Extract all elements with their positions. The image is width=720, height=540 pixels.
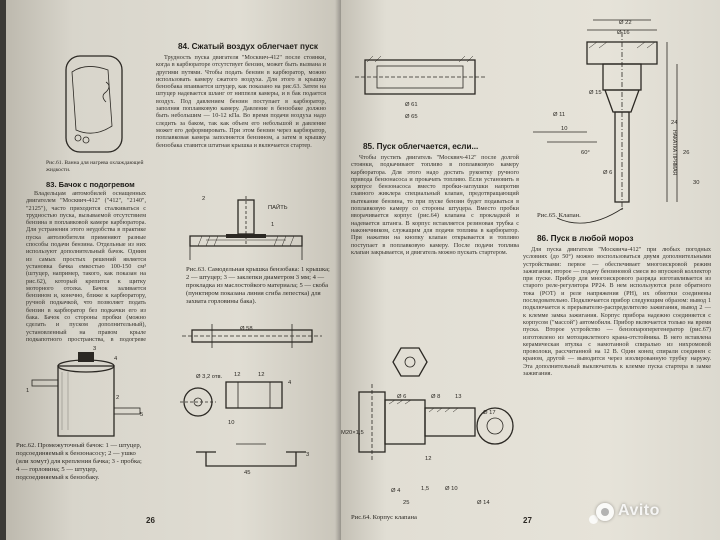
fig65-dim-d11: Ø 11 <box>553 112 566 118</box>
fig65-valve-drawing <box>533 19 678 224</box>
section83-text: Владельцам автомобилей оснащенных двигат… <box>26 190 146 342</box>
fig63-plan-drawing <box>182 324 322 348</box>
fig63-dim-d58: Ø 58 <box>240 326 253 332</box>
fig65-dim-d16: Ø 16 <box>617 30 630 36</box>
fig64-dim-d14: Ø 14 <box>477 500 490 506</box>
fig65-dim-d15: Ø 15 <box>589 90 602 96</box>
fig62-label-5: 5 <box>140 412 144 418</box>
fig63-detail-drawing <box>180 381 306 467</box>
fig63-dim-3: 3 <box>306 452 310 458</box>
section85-text: Чтобы пустить двигатель "Москвич-412" по… <box>351 154 519 256</box>
book-spread: Рис.61. Ванна для нагрева охлаждающей жи… <box>6 0 720 540</box>
fig63-dim-12b: 12 <box>258 372 265 378</box>
section84-text: Трудность пуска двигателя "Москвич-412" … <box>156 54 326 149</box>
fig65-dim-24: 24 <box>671 120 678 126</box>
fig64-dim-d61: Ø 61 <box>405 102 418 108</box>
section86-title: 86. Пуск в любой мороз <box>537 234 634 243</box>
fig64-dim-thread: M20×1,5 <box>341 430 364 436</box>
section83-title: 83. Бачок с подогревом <box>46 180 135 189</box>
fig63-caption: Рис.63. Самодельная крышка бензобака: 1 … <box>186 266 330 305</box>
left-page-number: 26 <box>146 516 155 525</box>
fig61-caption: Рис.61. Ванна для нагрева охлаждающей жи… <box>46 160 144 173</box>
fig62-label-3: 3 <box>93 346 97 352</box>
fig65-caption: Рис.65. Клапан. <box>537 212 581 219</box>
fig63-paint-label: ПАЙТЬ <box>268 205 288 211</box>
fig64-valve-body-drawing <box>358 347 514 460</box>
right-page-number: 27 <box>523 516 532 525</box>
fig64-dim-d65: Ø 65 <box>405 114 418 120</box>
fig63-illustration <box>189 196 303 260</box>
section85-title: 85. Пуск облегчается, если... <box>363 142 479 151</box>
fig62-label-1: 1 <box>26 388 30 394</box>
watermark-text: Avito <box>618 502 660 519</box>
fig61-illustration <box>65 55 123 153</box>
fig63-dim-45: 45 <box>244 470 251 476</box>
fig64-dim-12: 12 <box>425 456 432 462</box>
fig63-dim-hole: Ø 3,2 отв. <box>196 374 223 380</box>
fig65-dim-60deg: 60° <box>581 150 590 156</box>
fig64-dim-d10: Ø 10 <box>445 486 458 492</box>
fig63-dim-12a: 12 <box>234 372 241 378</box>
right-page: Ø 61 Ø 65 85. Пуск облегчается, если... … <box>341 0 720 540</box>
watermark-logo-icon <box>596 503 614 521</box>
fig62-illustration <box>31 352 141 437</box>
fig63-label-2: 2 <box>202 196 206 202</box>
section86-text: Для пуска двигателя "Москвича-412" при л… <box>523 246 711 378</box>
fig64-dim-d17: Ø 17 <box>483 410 496 416</box>
fig64-dim-25: 25 <box>403 500 410 506</box>
fig63-dim-4: 4 <box>288 380 292 386</box>
watermark-dot-small <box>589 515 598 524</box>
fig62-label-4: 4 <box>114 356 118 362</box>
fig65-side-label: НАКАТКА ПРЯМАЯ <box>671 130 677 176</box>
fig64-dim-13: 13 <box>455 394 462 400</box>
fig62-caption: Рис.62. Промежуточный бачок: 1 — штуцер,… <box>16 442 142 481</box>
fig64-dim-d6: Ø 6 <box>397 394 407 400</box>
fig64-dim-d8: Ø 8 <box>431 394 441 400</box>
fig64-caption: Рис.64. Корпус клапана <box>351 514 417 521</box>
fig62-label-2: 2 <box>116 395 120 401</box>
fig65-dim-26: 26 <box>683 150 690 156</box>
fig64-top-drawing <box>355 55 485 95</box>
fig64-dim-1-5: 1,5 <box>421 486 430 492</box>
left-page: Рис.61. Ванна для нагрева охлаждающей жи… <box>6 0 341 540</box>
fig65-dim-d6: Ø 6 <box>603 170 613 176</box>
fig65-dim-10: 10 <box>561 126 568 132</box>
fig63-dim-10: 10 <box>228 420 235 426</box>
fig63-label-1: 1 <box>271 222 275 228</box>
section84-title: 84. Сжатый воздух облегчает пуск <box>178 42 318 51</box>
fig64-dim-d4: Ø 4 <box>391 488 401 494</box>
fig65-dim-d22: Ø 22 <box>619 20 632 26</box>
fig65-dim-30: 30 <box>693 180 700 186</box>
